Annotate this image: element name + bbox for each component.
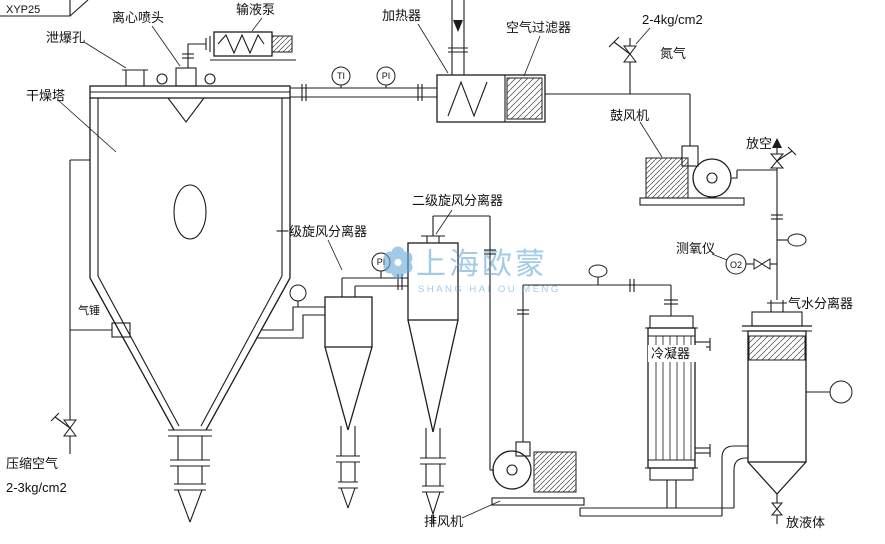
- label-exhaust-fan: 排风机: [424, 514, 463, 529]
- label-explosion-vent: 泄爆孔: [46, 30, 85, 45]
- pi-label: PI: [382, 71, 391, 81]
- label-nitrogen: 氮气: [660, 46, 686, 61]
- condenser: [645, 285, 711, 481]
- labels: 泄爆孔 离心喷头 输液泵 加热器 空气过滤器 2-4kg/cm2 氮气 干燥塔 …: [6, 2, 853, 530]
- instrument-ti: TI: [331, 66, 351, 88]
- label-compressed-air-pressure: 2-3kg/cm2: [6, 480, 67, 495]
- label-compressed-air: 压缩空气: [6, 456, 58, 471]
- watermark-cn: 上海欧蒙: [416, 248, 548, 281]
- label-air-hammer: 气锤: [78, 303, 100, 317]
- label-nitrogen-pressure: 2-4kg/cm2: [642, 12, 703, 27]
- vent-arrow: [772, 138, 782, 148]
- instrument-bubble: [289, 284, 307, 302]
- vent-valve: [769, 153, 785, 162]
- air-hammer-device: [111, 322, 131, 338]
- ti-label: TI: [337, 71, 345, 81]
- flow-arrow-down: [453, 20, 463, 32]
- cyclone-secondary: [407, 215, 490, 524]
- label-feed-pump: 输液泵: [236, 2, 275, 17]
- gauge-bubble: [588, 264, 608, 278]
- compressed-air-line: [50, 159, 131, 454]
- label-blower: 鼓风机: [610, 108, 649, 123]
- sight-glass: [173, 184, 207, 240]
- label-oxygen-meter: 测氧仪: [676, 241, 715, 256]
- drying-tower: [89, 67, 291, 523]
- exhaust-fan: [484, 216, 671, 506]
- watermark: 上海欧蒙 SHANG HAI OU MENG: [383, 246, 561, 295]
- condensate-pipe: [579, 445, 748, 517]
- nitrogen-valve: [623, 45, 637, 55]
- drain-valve: [770, 502, 784, 510]
- cyclone-primary: PI: [257, 252, 408, 509]
- label-cyclone-secondary: 二级旋风分离器: [412, 193, 503, 208]
- label-drying-tower: 干燥塔: [26, 88, 65, 103]
- demister-pad: [748, 335, 806, 361]
- o2-label: O2: [730, 260, 742, 270]
- fan-motor: [533, 451, 577, 493]
- leader-lines: [57, 17, 728, 519]
- label-gas-water-separator: 气水分离器: [788, 296, 853, 311]
- blower: [639, 145, 745, 206]
- title-block-code: XYP25: [6, 4, 40, 16]
- watermark-flower-icon: [383, 246, 413, 279]
- vent-line: [737, 138, 807, 300]
- pressure-gauge: [829, 380, 853, 404]
- air-inlet: [448, 0, 468, 75]
- gas-water-separator: [742, 300, 853, 524]
- instrument-pi: PI: [376, 66, 396, 88]
- gauge-bubble: [787, 233, 807, 247]
- label-cyclone-primary: 一级旋风分离器: [276, 224, 367, 239]
- label-condenser: 冷凝器: [651, 346, 690, 361]
- pi2-label: PI: [377, 257, 386, 267]
- title-block: XYP25: [0, 0, 89, 17]
- nitrogen-line: [545, 36, 691, 146]
- label-vent: 放空: [746, 136, 772, 151]
- explosion-vent-stack: [122, 69, 148, 86]
- oxygen-analyzer: O2: [725, 253, 777, 275]
- feed-pump: [182, 31, 296, 68]
- centrifugal-atomizer: [148, 67, 232, 123]
- label-spray-head: 离心喷头: [112, 10, 164, 25]
- air-valve: [63, 419, 77, 429]
- label-air-filter: 空气过滤器: [506, 20, 571, 35]
- heater: [436, 0, 546, 123]
- label-heater: 加热器: [382, 8, 421, 23]
- watermark-en: SHANG HAI OU MENG: [418, 284, 561, 295]
- air-filter-element: [506, 77, 543, 120]
- label-drain-liquid: 放液体: [786, 515, 825, 530]
- hot-air-duct: TI PI: [290, 66, 437, 101]
